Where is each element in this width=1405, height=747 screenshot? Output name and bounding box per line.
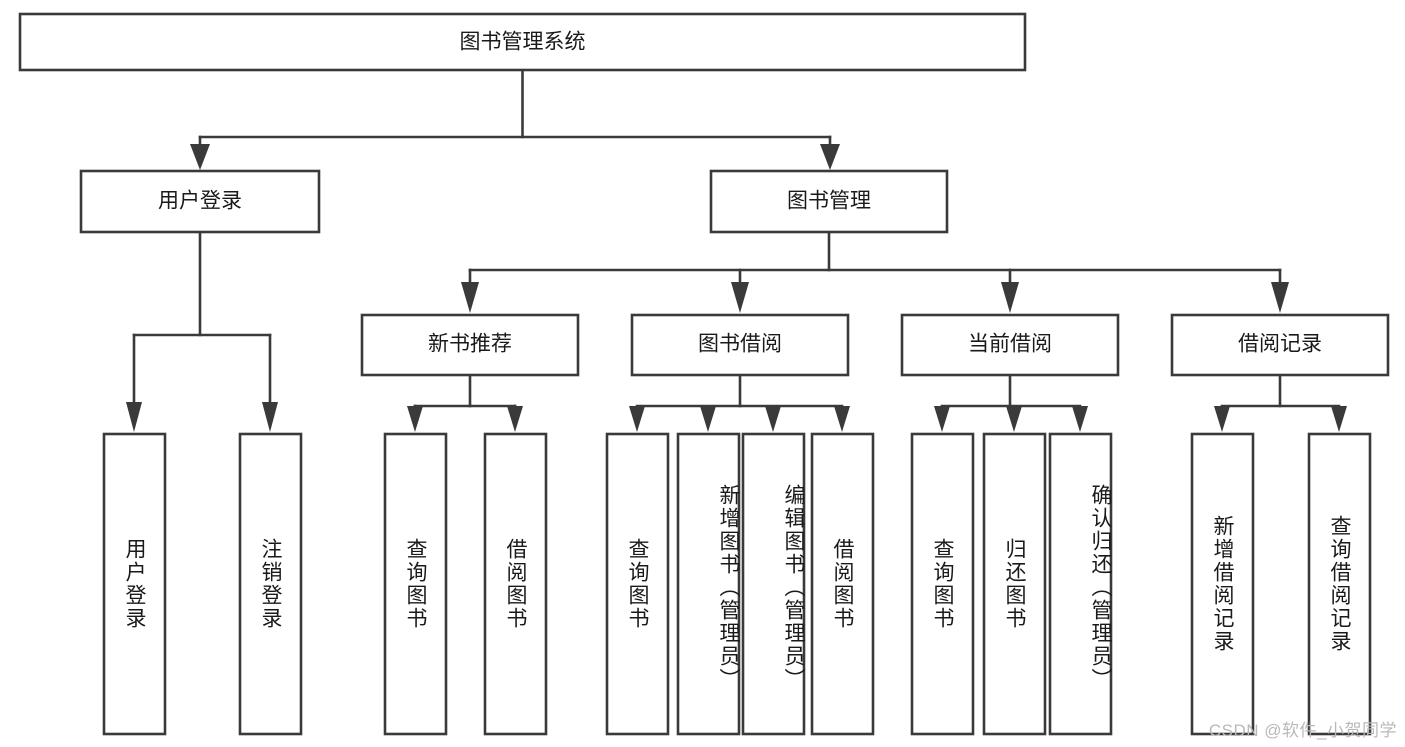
node-leaf-return-book-box[interactable] <box>982 432 1047 736</box>
arrow-head-book-borrow <box>731 282 749 313</box>
node-book-manage-label: 图书管理 <box>787 190 871 213</box>
arrow-head-current-borrow <box>1001 282 1019 313</box>
node-borrow-record-label: 借阅记录 <box>1238 333 1322 356</box>
arrow-head-leaf-add-book <box>700 406 716 432</box>
edge-group-book-borrow <box>629 373 850 432</box>
node-leaf-query-book-bb-box[interactable] <box>605 432 670 736</box>
arrow-head-leaf-borrow-book-bb <box>834 406 850 432</box>
node-current-borrow[interactable]: 当前借阅 <box>900 313 1120 377</box>
arrow-head-leaf-query-record <box>1331 406 1347 432</box>
node-leaf-add-record-box[interactable] <box>1190 432 1255 736</box>
arrow-head-leaf-add-record <box>1214 406 1230 432</box>
arrow-head-leaf-logout <box>262 402 278 432</box>
node-book-borrow-label: 图书借阅 <box>698 333 782 356</box>
edge-group-current-borrow <box>934 373 1088 432</box>
node-root-label: 图书管理系统 <box>460 31 586 54</box>
arrow-head-borrow-record <box>1271 282 1289 313</box>
node-book-manage[interactable]: 图书管理 <box>709 169 949 234</box>
node-leaf-add-book-box[interactable] <box>676 432 741 736</box>
edge-group-borrow-record <box>1214 373 1347 432</box>
leaf-boxes <box>102 432 1372 736</box>
arrow-head-leaf-borrow-book-nbr <box>507 406 523 432</box>
node-new-book-recommend[interactable]: 新书推荐 <box>360 313 580 377</box>
edge-group-book-manage <box>461 230 1289 313</box>
node-user-login[interactable]: 用户登录 <box>79 169 321 234</box>
watermark-label: CSDN @软件_小贺同学 <box>1208 721 1397 740</box>
arrow-head-leaf-return-book <box>1006 406 1022 432</box>
arrow-head-new-book-recommend <box>461 282 479 313</box>
node-leaf-confirm-return-box[interactable] <box>1048 432 1113 736</box>
node-book-borrow[interactable]: 图书借阅 <box>630 313 850 377</box>
node-borrow-record-box[interactable] <box>1170 313 1390 377</box>
node-book-borrow-box[interactable] <box>630 313 850 377</box>
arrow-head-leaf-user-login <box>126 402 142 432</box>
arrow-head-leaf-query-book-nbr <box>407 406 423 432</box>
arrow-head-leaf-query-book-cb <box>934 406 950 432</box>
node-current-borrow-label: 当前借阅 <box>968 333 1052 356</box>
node-new-book-recommend-box[interactable] <box>360 313 580 377</box>
node-leaf-edit-book-box[interactable] <box>741 432 806 736</box>
arrow-head-leaf-confirm-return <box>1072 406 1088 432</box>
node-leaf-query-book-cb-box[interactable] <box>910 432 975 736</box>
node-book-manage-box[interactable] <box>709 169 949 234</box>
node-leaf-user-login-box[interactable] <box>102 432 167 736</box>
node-leaf-logout-box[interactable] <box>238 432 303 736</box>
edge-group-new-book-recommend <box>407 373 523 432</box>
arrow-head-user-login <box>190 144 210 170</box>
node-leaf-query-record-box[interactable] <box>1307 432 1372 736</box>
arrow-head-book-manage <box>820 144 840 170</box>
node-leaf-borrow-book-bb-box[interactable] <box>810 432 875 736</box>
node-leaf-borrow-book-nbr-box[interactable] <box>483 432 548 736</box>
node-root[interactable]: 图书管理系统 <box>18 12 1027 72</box>
arrow-head-leaf-query-book-bb <box>629 406 645 432</box>
node-root-box[interactable] <box>18 12 1027 72</box>
edge-group-root <box>190 68 840 170</box>
node-current-borrow-box[interactable] <box>900 313 1120 377</box>
edge-group-user-login <box>126 230 278 432</box>
node-borrow-record[interactable]: 借阅记录 <box>1170 313 1390 377</box>
node-new-book-recommend-label: 新书推荐 <box>428 333 512 356</box>
node-user-login-box[interactable] <box>79 169 321 234</box>
node-leaf-query-book-nbr-box[interactable] <box>383 432 448 736</box>
node-user-login-label: 用户登录 <box>158 190 242 213</box>
arrow-head-leaf-edit-book <box>765 406 781 432</box>
